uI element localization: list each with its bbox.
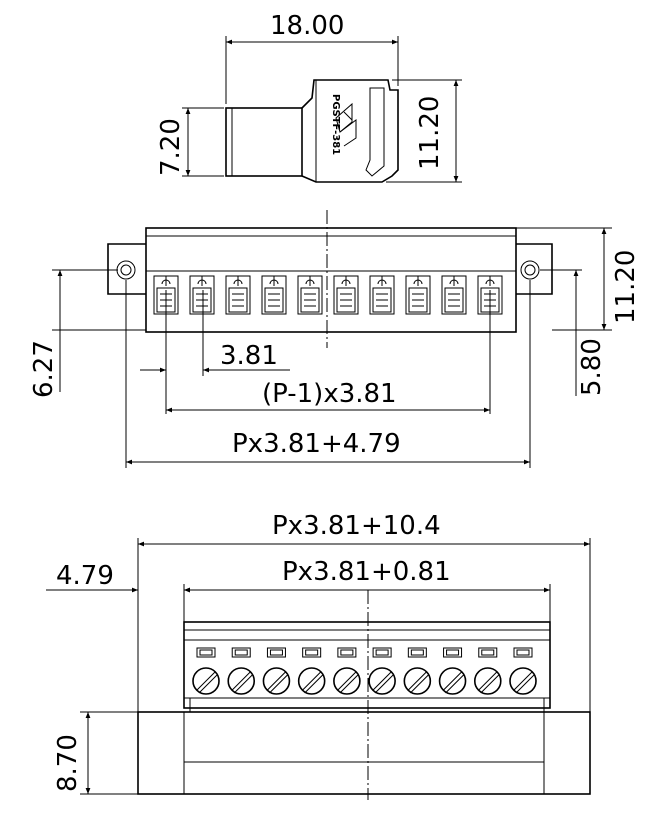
dim-front-left: 6.27 [29, 340, 59, 398]
dim-front-height: 11.20 [611, 250, 641, 324]
front-pin [297, 275, 323, 315]
front-pin [369, 275, 395, 315]
top-view: Px3.81+10.4 4.79 Px3.81+0.81 8.70 [46, 511, 591, 800]
dim-top-total: Px3.81+10.4 [272, 511, 441, 541]
front-pin [225, 275, 251, 315]
screw-row [192, 647, 537, 695]
screw-terminal [403, 647, 432, 695]
dim-side-height: 11.20 [415, 96, 445, 170]
screw-terminal [333, 647, 361, 695]
dim-total: Px3.81+4.79 [232, 429, 401, 459]
front-pin [189, 275, 215, 315]
screw-terminal [192, 647, 220, 695]
side-view: PGSTF-381 18.00 7.20 11.20 [156, 11, 462, 183]
front-pin [405, 275, 431, 315]
screw-terminal [297, 647, 326, 695]
screw-terminal [438, 647, 467, 695]
screw-terminal [473, 647, 502, 695]
dim-front-right: 5.80 [577, 338, 607, 396]
dim-span: (P-1)x3.81 [262, 379, 397, 409]
screw-terminal [368, 647, 396, 695]
dim-top-offset: 4.79 [56, 561, 114, 591]
part-marking: PGSTF-381 [330, 94, 341, 155]
mounting-hole-right [520, 260, 540, 280]
pin-row [153, 275, 503, 315]
dim-side-plug: 7.20 [156, 118, 186, 176]
logo-icon [335, 102, 357, 147]
front-view: 6.27 11.20 5.80 3.81 (P-1)x3.81 Px3.81+4… [29, 210, 641, 468]
screw-terminal [262, 647, 291, 695]
screw-terminal [227, 647, 256, 695]
mounting-hole-left [116, 260, 136, 280]
dim-pitch: 3.81 [220, 341, 278, 371]
front-pin [441, 275, 467, 315]
front-pin [333, 275, 359, 315]
screw-terminal [509, 647, 537, 695]
front-pin [261, 275, 287, 315]
dim-top-body: Px3.81+0.81 [282, 557, 451, 587]
dim-top-height: 8.70 [53, 734, 83, 792]
dim-side-width: 18.00 [270, 11, 344, 41]
